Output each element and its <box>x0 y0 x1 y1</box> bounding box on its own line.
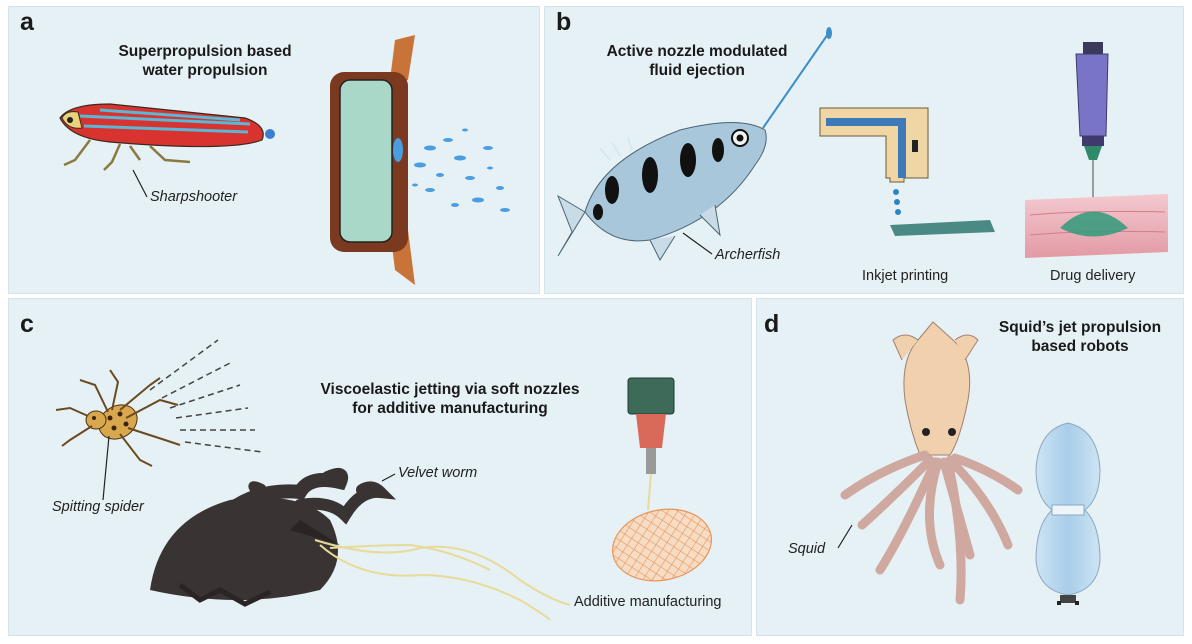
printed-mesh <box>611 508 713 582</box>
panel-d-title-line2: based robots <box>1031 338 1129 355</box>
panel-a <box>8 6 540 294</box>
panel-letter-a: a <box>20 8 34 36</box>
superpropulsion-device <box>330 35 415 285</box>
panel-letter-d: d <box>764 310 780 338</box>
label-sharpshooter: Sharpshooter <box>150 189 238 205</box>
panel-d-title-line1: Squid’s jet propulsion <box>998 319 1162 336</box>
water-droplets <box>412 128 510 212</box>
squid-robot <box>1035 422 1101 605</box>
spitting-spider <box>55 369 181 467</box>
spider-silk-threads <box>149 339 263 453</box>
squid-pointer <box>837 524 853 549</box>
caption-drug-delivery: Drug delivery <box>1050 268 1136 284</box>
panel-b-title: Active nozzle modulated fluid ejection <box>592 42 802 80</box>
panel-a-title-line1: Superpropulsion based <box>118 43 292 60</box>
label-archerfish: Archerfish <box>715 247 781 263</box>
panel-letter-c: c <box>20 310 34 338</box>
label-squid: Squid <box>788 541 826 557</box>
label-velvet-worm: Velvet worm <box>398 465 478 481</box>
panel-a-title: Superpropulsion based water propulsion <box>95 42 315 80</box>
inkjet-printhead <box>819 107 995 236</box>
label-spitting-spider: Spitting spider <box>52 499 144 515</box>
worm-pointer <box>381 473 396 482</box>
panel-c-title-line2: for additive manufacturing <box>352 400 548 417</box>
panel-d-title: Squid’s jet propulsion based robots <box>980 318 1180 356</box>
panel-c-title-line1: Viscoelastic jetting via soft nozzles <box>320 381 580 398</box>
spider-pointer <box>102 435 110 501</box>
panel-b-title-line1: Active nozzle modulated <box>606 43 788 60</box>
squid <box>840 321 1023 605</box>
sharpshooter-pointer <box>132 169 148 198</box>
panel-c-title: Viscoelastic jetting via soft nozzles fo… <box>300 380 600 418</box>
water-jet <box>762 33 829 129</box>
panel-c <box>8 298 752 636</box>
sharpshooter-insect <box>59 103 275 171</box>
velvet-worm <box>150 467 397 607</box>
panel-letter-b: b <box>556 8 572 36</box>
print-nozzle <box>627 377 675 511</box>
syringe <box>1075 42 1109 200</box>
panel-a-title-line2: water propulsion <box>142 62 268 79</box>
panel-b-title-line2: fluid ejection <box>649 62 745 79</box>
caption-additive-manufacturing: Additive manufacturing <box>574 594 722 610</box>
skin-tissue <box>1025 194 1168 258</box>
archerfish-pointer <box>682 232 713 255</box>
velvet-worm-slime <box>314 539 571 621</box>
jet-tip <box>826 27 832 39</box>
archerfish <box>557 122 767 262</box>
caption-inkjet-printing: Inkjet printing <box>862 268 949 284</box>
